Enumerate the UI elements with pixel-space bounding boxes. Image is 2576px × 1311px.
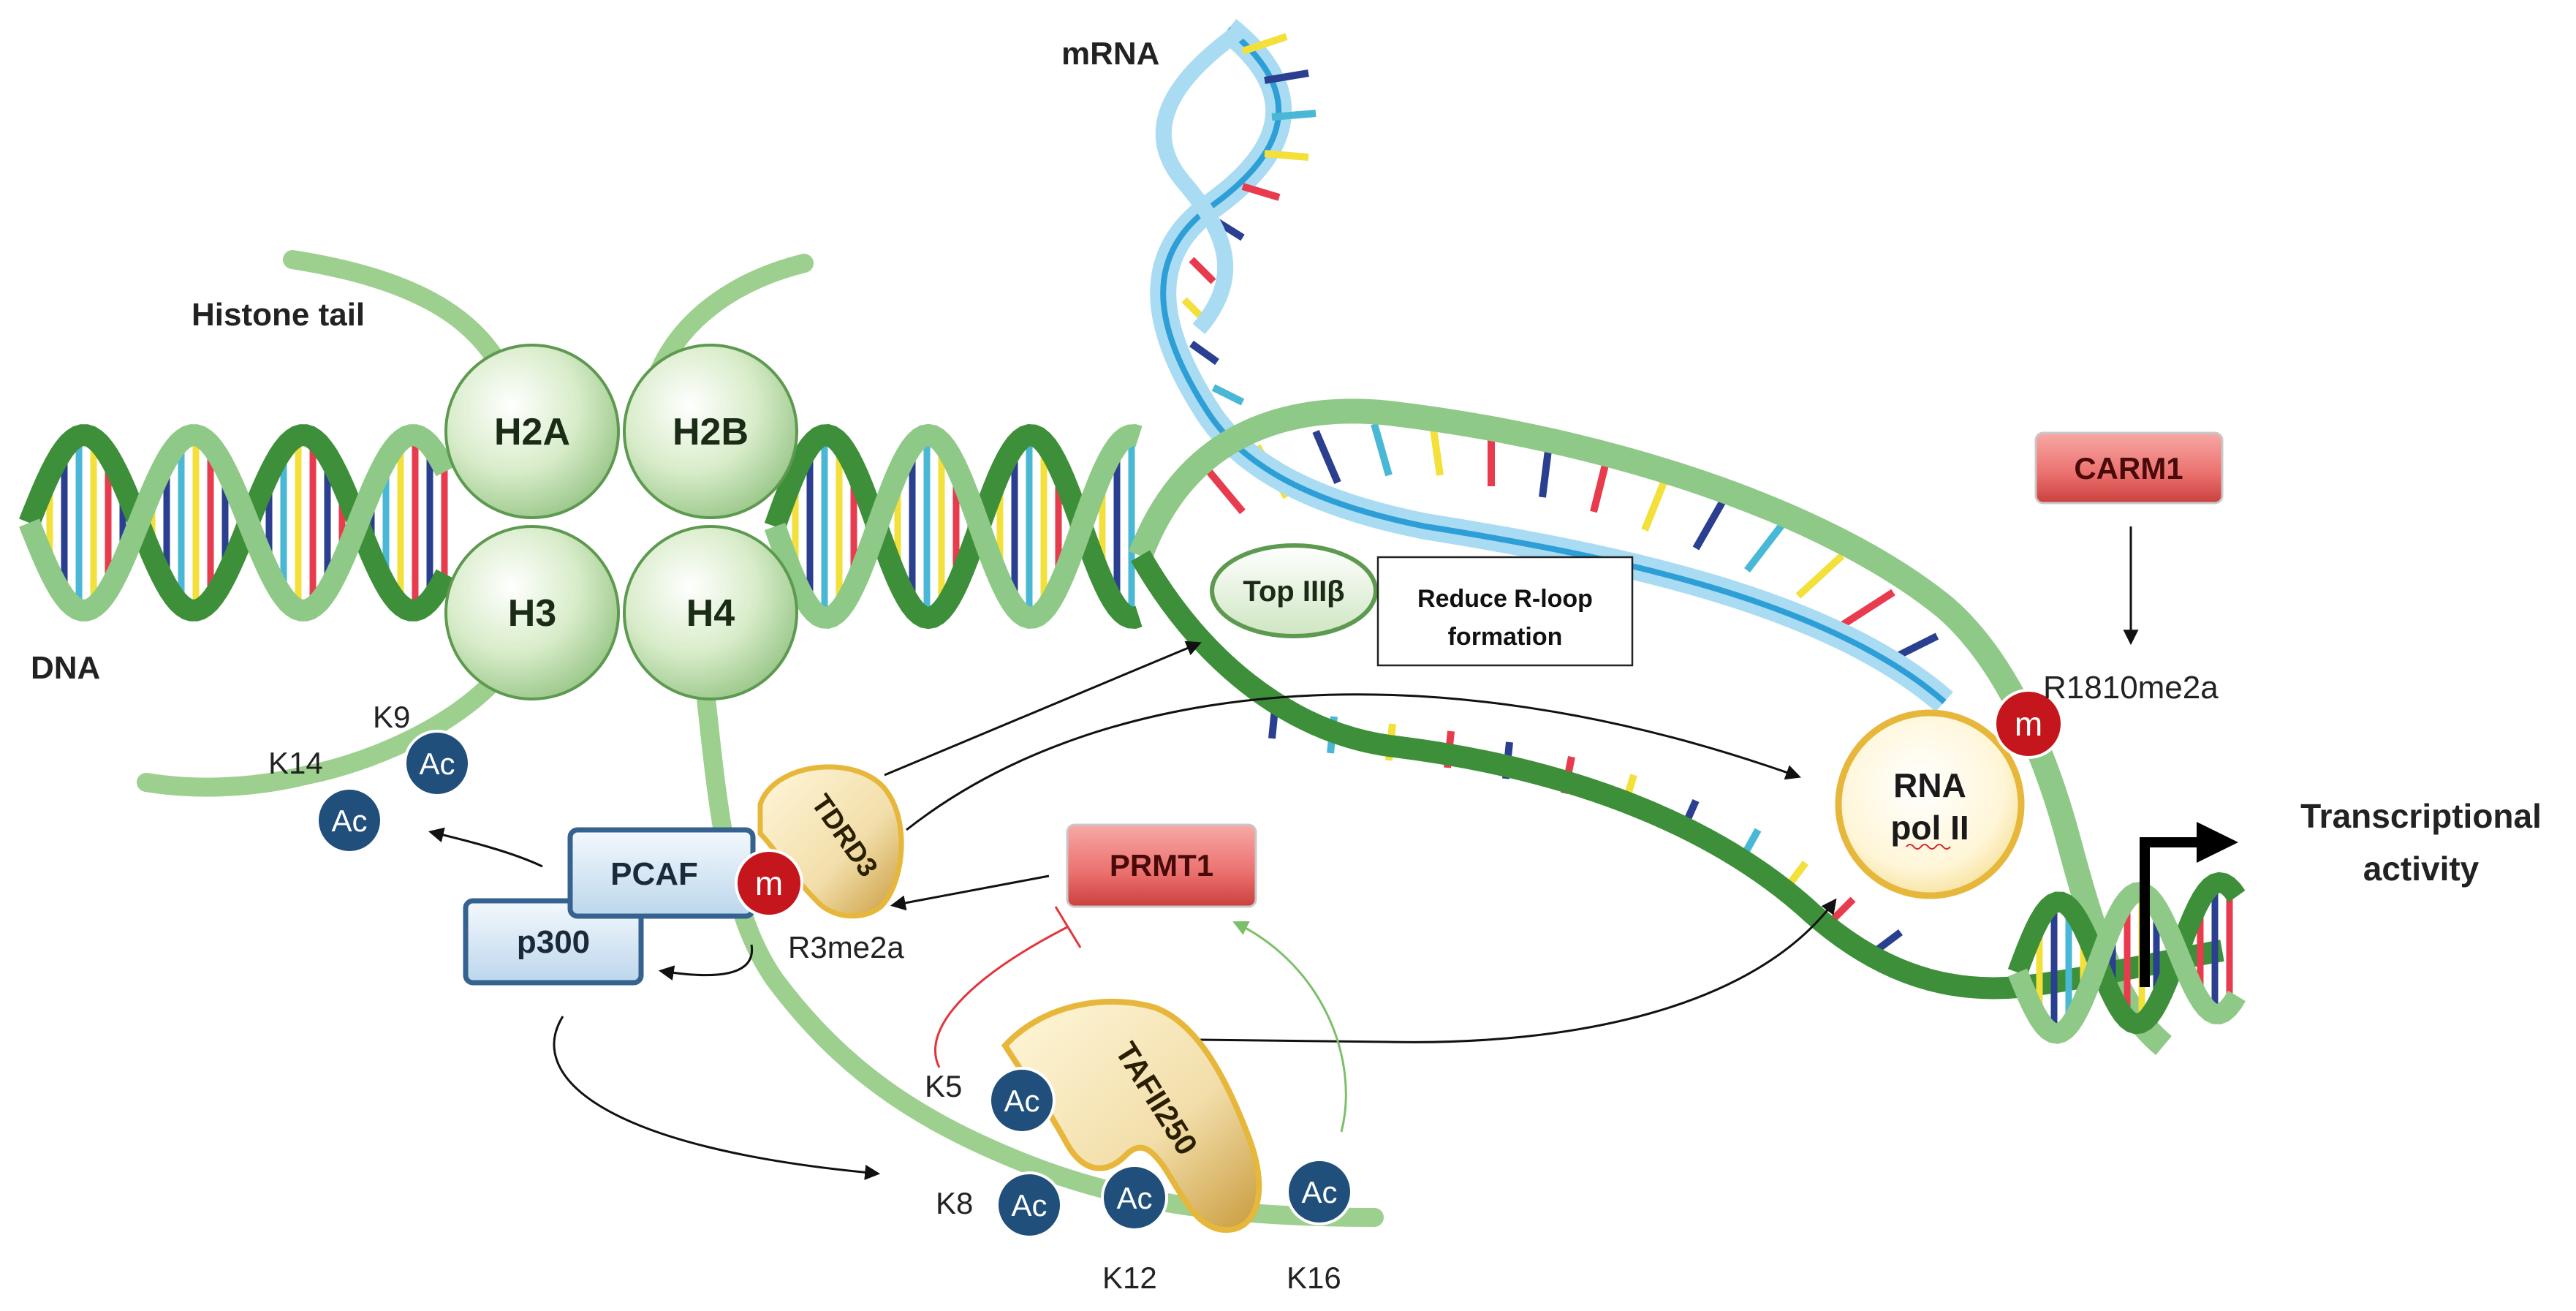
interaction-arrows	[428, 526, 2139, 1180]
histone-h2b-label: H2B	[673, 411, 749, 453]
bubble-base-pair	[1840, 589, 1895, 629]
bubble-base-pair	[1641, 474, 1670, 532]
dna-helix	[19, 18, 2246, 1056]
lysine-label-k14: K14	[268, 746, 323, 780]
ac-k14-label: Ac	[331, 804, 367, 838]
rna-pol-ii-methyl-mark: m	[1993, 689, 2064, 759]
pcaf-to-p300-arrow	[658, 944, 754, 981]
left-dna-strand-back	[19, 424, 456, 622]
ac-k16-label: Ac	[1301, 1175, 1337, 1209]
tdrd3-to-top3b-arrow	[884, 641, 1202, 777]
top3b-label: Top IIIβ	[1243, 575, 1344, 608]
mrna-base	[1271, 110, 1317, 121]
ac-mark-k8: Ac	[996, 1171, 1063, 1239]
ac-mark-k5: Ac	[988, 1067, 1056, 1134]
p300-to-k8-arrow	[553, 1016, 881, 1180]
mrna-base	[1189, 340, 1219, 366]
bubble-base-pair	[1429, 423, 1444, 476]
bubble-base-pair	[1203, 465, 1246, 515]
mrna-label: mRNA	[1061, 36, 1159, 72]
dna-label: DNA	[31, 650, 100, 686]
lysine-label-k9: K9	[373, 700, 410, 734]
mrna-base	[1211, 384, 1245, 406]
r1810me2a-label: R1810me2a	[2043, 670, 2219, 706]
histone-h3-label: H3	[508, 592, 556, 635]
prmt1-to-tdrd3-arrow	[890, 874, 1050, 911]
top3b-ellipse: Top IIIβ	[1210, 543, 1378, 638]
carm1-box: CARM1	[2034, 431, 2224, 505]
r-loop-note-line2: formation	[1448, 623, 1563, 651]
mrna-base	[1241, 183, 1281, 201]
lysine-label-k8: K8	[936, 1186, 973, 1220]
histone-h4-label: H4	[686, 592, 735, 635]
ac-k9-label: Ac	[419, 747, 455, 781]
methyl-mark-label: m	[2015, 705, 2042, 743]
acetyl-marks: Ac Ac Ac Ac Ac Ac	[316, 730, 1353, 1239]
lysine-label-k5: K5	[925, 1069, 962, 1103]
mid-dna-strand-front	[764, 423, 1143, 630]
histone-h2b: H2B	[623, 344, 798, 519]
p300-box: p300	[463, 898, 644, 986]
histone-octamer: H2A H2B H3 H4	[444, 344, 798, 700]
right-dna-strand-front	[2008, 881, 2246, 1044]
pcaf-box: PCAF	[567, 827, 756, 919]
mrna-base	[1264, 69, 1309, 84]
ac-k5-label: Ac	[1004, 1084, 1039, 1118]
mrna-base	[1241, 33, 1288, 55]
rna-pol-ii-label-2: pol II	[1890, 809, 1969, 847]
activation-arrow	[1232, 921, 1347, 1133]
bubble-base-pair	[1692, 495, 1729, 551]
left-dna-strand-front	[19, 424, 456, 622]
lysine-label-k16: K16	[1287, 1261, 1341, 1295]
pcaf-to-histone-arrow	[428, 827, 543, 868]
mrna-ribbon	[1155, 22, 1248, 335]
ac-mark-k16: Ac	[1286, 1158, 1353, 1225]
rna-pol-ii: RNA pol II	[1835, 709, 2025, 899]
histone-tail-label: Histone tail	[192, 297, 365, 333]
bubble-base-pair	[1744, 520, 1787, 573]
pcaf-methyl-label: m	[755, 864, 783, 902]
mrna-base	[1189, 257, 1216, 284]
histone-h4: H4	[623, 525, 798, 700]
bubble-base-pair	[1312, 430, 1341, 484]
ac-mark-k12: Ac	[1101, 1164, 1168, 1231]
dna-upper-strand	[1129, 398, 2172, 1056]
tdrd3-to-polii-arrow	[906, 693, 1801, 831]
spellcheck-squiggle-icon	[1906, 844, 1951, 850]
tdrd3-shape: TDRD3	[757, 764, 904, 919]
carm1-label: CARM1	[2074, 451, 2183, 486]
transcription-start-arrow-icon	[2140, 822, 2238, 987]
transcriptional-activity-label-2: activity	[2363, 850, 2480, 888]
r-loop-note: Reduce R-loop formation	[1376, 556, 1634, 667]
r-loop-note-line1: Reduce R-loop	[1417, 585, 1593, 613]
mrna-base	[1264, 150, 1309, 161]
right-dna-strand-back	[2007, 872, 2246, 1035]
pcaf-label: PCAF	[610, 856, 698, 892]
histone-h2a: H2A	[444, 344, 620, 519]
ac-k8-label: Ac	[1011, 1188, 1047, 1223]
ac-mark-k9: Ac	[404, 730, 471, 797]
r3me2a-label: R3me2a	[788, 930, 904, 964]
bubble-base-pair	[1795, 553, 1845, 599]
histone-h3: H3	[444, 525, 620, 700]
pcaf-methyl-mark: m	[735, 849, 803, 918]
ac-mark-k14: Ac	[316, 787, 383, 854]
ac-k12-label: Ac	[1116, 1181, 1152, 1215]
lysine-label-k12: K12	[1102, 1261, 1157, 1295]
p300-label: p300	[517, 924, 590, 960]
prmt1-box: PRMT1	[1066, 823, 1257, 908]
tafii250-shape: TAFII250	[1001, 998, 1262, 1233]
rna-pol-ii-label: RNA	[1893, 766, 1966, 804]
bubble-base-pair	[1371, 423, 1393, 477]
transcriptional-activity-label: Transcriptional	[2300, 797, 2542, 835]
prmt1-label: PRMT1	[1110, 848, 1213, 883]
dna-lower-strand	[1130, 550, 2224, 1000]
tafii250-to-polii-arrow	[1198, 898, 1837, 1043]
histone-h2a-label: H2A	[494, 411, 570, 453]
inhibition-arrow	[934, 906, 1082, 1068]
